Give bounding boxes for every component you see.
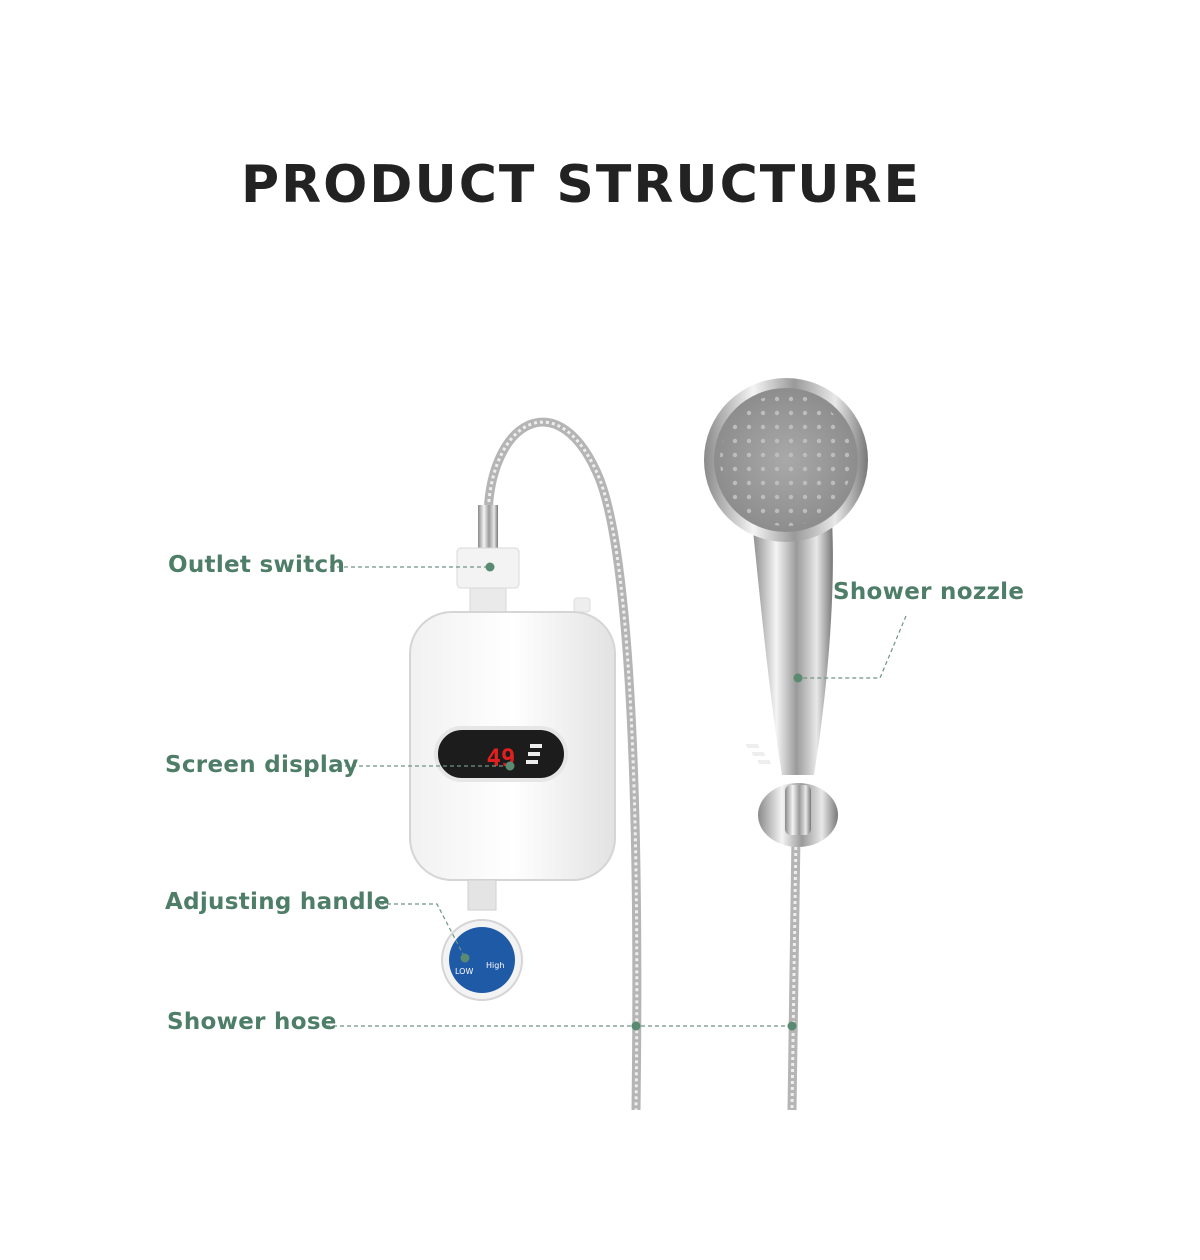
knob-low-label: LOW	[455, 967, 473, 976]
label-adjusting-handle: Adjusting handle	[165, 889, 390, 915]
label-shower-nozzle: Shower nozzle	[833, 579, 1025, 605]
page-title: PRODUCT STRUCTURE	[240, 155, 922, 215]
shower-handle	[752, 520, 833, 775]
outlet-pipe	[478, 505, 498, 555]
label-shower-hose: Shower hose	[167, 1009, 337, 1035]
screen-display	[434, 726, 568, 782]
shower-hose	[787, 834, 801, 1111]
label-outlet-switch: Outlet switch	[168, 552, 346, 578]
label-screen-display: Screen display	[165, 752, 359, 778]
knob-high-label: High	[486, 961, 504, 970]
